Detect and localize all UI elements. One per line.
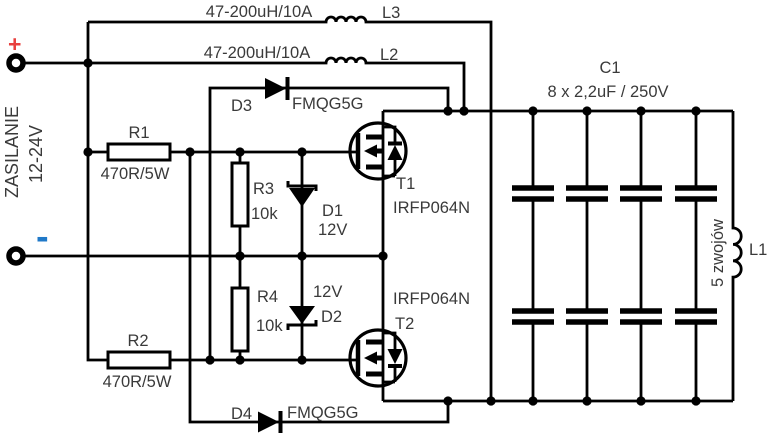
label-d3-value: FMQG5G <box>292 95 364 113</box>
d1-triangle <box>289 188 315 207</box>
label-l3-ref: L3 <box>382 4 400 22</box>
label-t2-ref: T2 <box>395 315 414 333</box>
junction-dot <box>636 396 646 406</box>
plus-sign: + <box>8 31 21 57</box>
wire-cap-leads <box>531 111 698 401</box>
junction-dot <box>528 106 538 116</box>
cap-plates-row1 <box>512 185 717 202</box>
label-l1-ref: L1 <box>749 241 767 259</box>
resistor-r4-symbol <box>230 286 250 353</box>
junction-dot <box>297 147 307 157</box>
label-r3-ref: R3 <box>253 180 274 198</box>
label-d4-value: FMQG5G <box>287 404 359 422</box>
label-l2-ref: L2 <box>380 46 398 64</box>
label-d3-ref: D3 <box>231 97 252 115</box>
diode-d3-symbol <box>265 77 290 100</box>
cap-plates-row2 <box>512 308 717 325</box>
plus-terminal-icon <box>6 53 26 73</box>
junction-dot <box>185 147 195 157</box>
zener-d2-symbol <box>286 306 318 330</box>
label-d2-value: 12V <box>313 283 342 301</box>
junction-dot <box>83 58 93 68</box>
label-l2-value: 47-200uH/10A <box>204 44 310 62</box>
label-d1-value: 12V <box>318 221 347 239</box>
label-supply-name: ZASILANIE <box>2 106 22 198</box>
resistor-r3-symbol <box>230 161 250 228</box>
label-c1-ref: C1 <box>599 59 620 77</box>
label-t1-ref: T1 <box>396 175 415 193</box>
junction-dot <box>691 396 701 406</box>
label-r4-value: 10k <box>256 317 283 335</box>
t2-substrate-arrow-icon <box>364 351 377 365</box>
label-r3-value: 10k <box>251 205 278 223</box>
junction-dot <box>528 396 538 406</box>
wire-choke-l2-branch <box>23 56 466 111</box>
label-r1-value: 470R/5W <box>101 165 170 183</box>
t1-substrate-arrow-icon <box>364 144 377 158</box>
t1-body-diode-triangle <box>387 145 403 160</box>
junction-dot <box>459 106 469 116</box>
label-d2-ref: D2 <box>321 308 342 326</box>
resistor-r1-symbol <box>106 142 172 162</box>
wire-d4-crosslink <box>188 152 450 424</box>
junction-dot <box>297 251 307 261</box>
d2-triangle <box>289 306 315 324</box>
label-r1-ref: R1 <box>128 124 149 142</box>
diode-d4-symbol <box>258 411 283 433</box>
junction-dot <box>636 106 646 116</box>
labels: 47-200uH/10A L3 47-200uH/10A L2 D3 FMQG5… <box>2 3 767 423</box>
junction-dot <box>443 396 453 406</box>
label-r4-ref: R4 <box>257 288 278 306</box>
junction-dot <box>582 106 592 116</box>
label-t1-value: IRFP064N <box>393 199 470 217</box>
label-r2-value: 470R/5W <box>103 373 172 391</box>
minus-sign: - <box>36 216 49 258</box>
junction-dot <box>378 251 388 261</box>
label-l1-turns: 5 zwojów <box>709 219 727 287</box>
junction-dot <box>486 396 496 406</box>
d4-triangle <box>258 411 279 433</box>
junction-dot <box>235 251 245 261</box>
wire-choke-l3-branch <box>88 15 493 401</box>
mosfet-t2-symbol <box>355 331 403 384</box>
d1-cathode-bar <box>286 181 318 191</box>
zener-d1-symbol <box>286 181 318 207</box>
junction-dot <box>582 396 592 406</box>
t2-body-diode-wire <box>383 331 397 384</box>
label-d1-ref: D1 <box>322 202 343 220</box>
junction-dots <box>83 58 701 406</box>
label-r2-ref: R2 <box>127 332 148 350</box>
label-c1-value: 8 x 2,2uF / 250V <box>547 83 668 101</box>
junction-dot <box>235 147 245 157</box>
d2-cathode-bar <box>286 320 318 330</box>
mosfet-t1-symbol <box>355 125 403 178</box>
t2-body-diode-triangle <box>387 349 403 364</box>
junction-dot <box>443 106 453 116</box>
label-l3-value: 47-200uH/10A <box>206 3 312 21</box>
resistor-r2-symbol <box>106 350 172 370</box>
junction-dot <box>83 147 93 157</box>
d3-triangle <box>265 78 286 99</box>
label-supply-voltage: 12-24V <box>26 125 46 183</box>
wire-work-coil-branch <box>731 111 743 401</box>
t1-body-diode-wire <box>383 125 397 178</box>
minus-terminal-icon <box>6 246 26 266</box>
label-t2-value: IRFP064N <box>393 290 470 308</box>
capacitor-bank-c1 <box>512 185 717 325</box>
junction-dot <box>205 355 215 365</box>
junction-dot <box>297 355 307 365</box>
wire-feed-and-gate2 <box>86 22 356 362</box>
wire-d3-crosslink <box>208 86 450 360</box>
label-d4-ref: D4 <box>231 405 252 423</box>
junction-dot <box>691 106 701 116</box>
junction-dot <box>235 355 245 365</box>
